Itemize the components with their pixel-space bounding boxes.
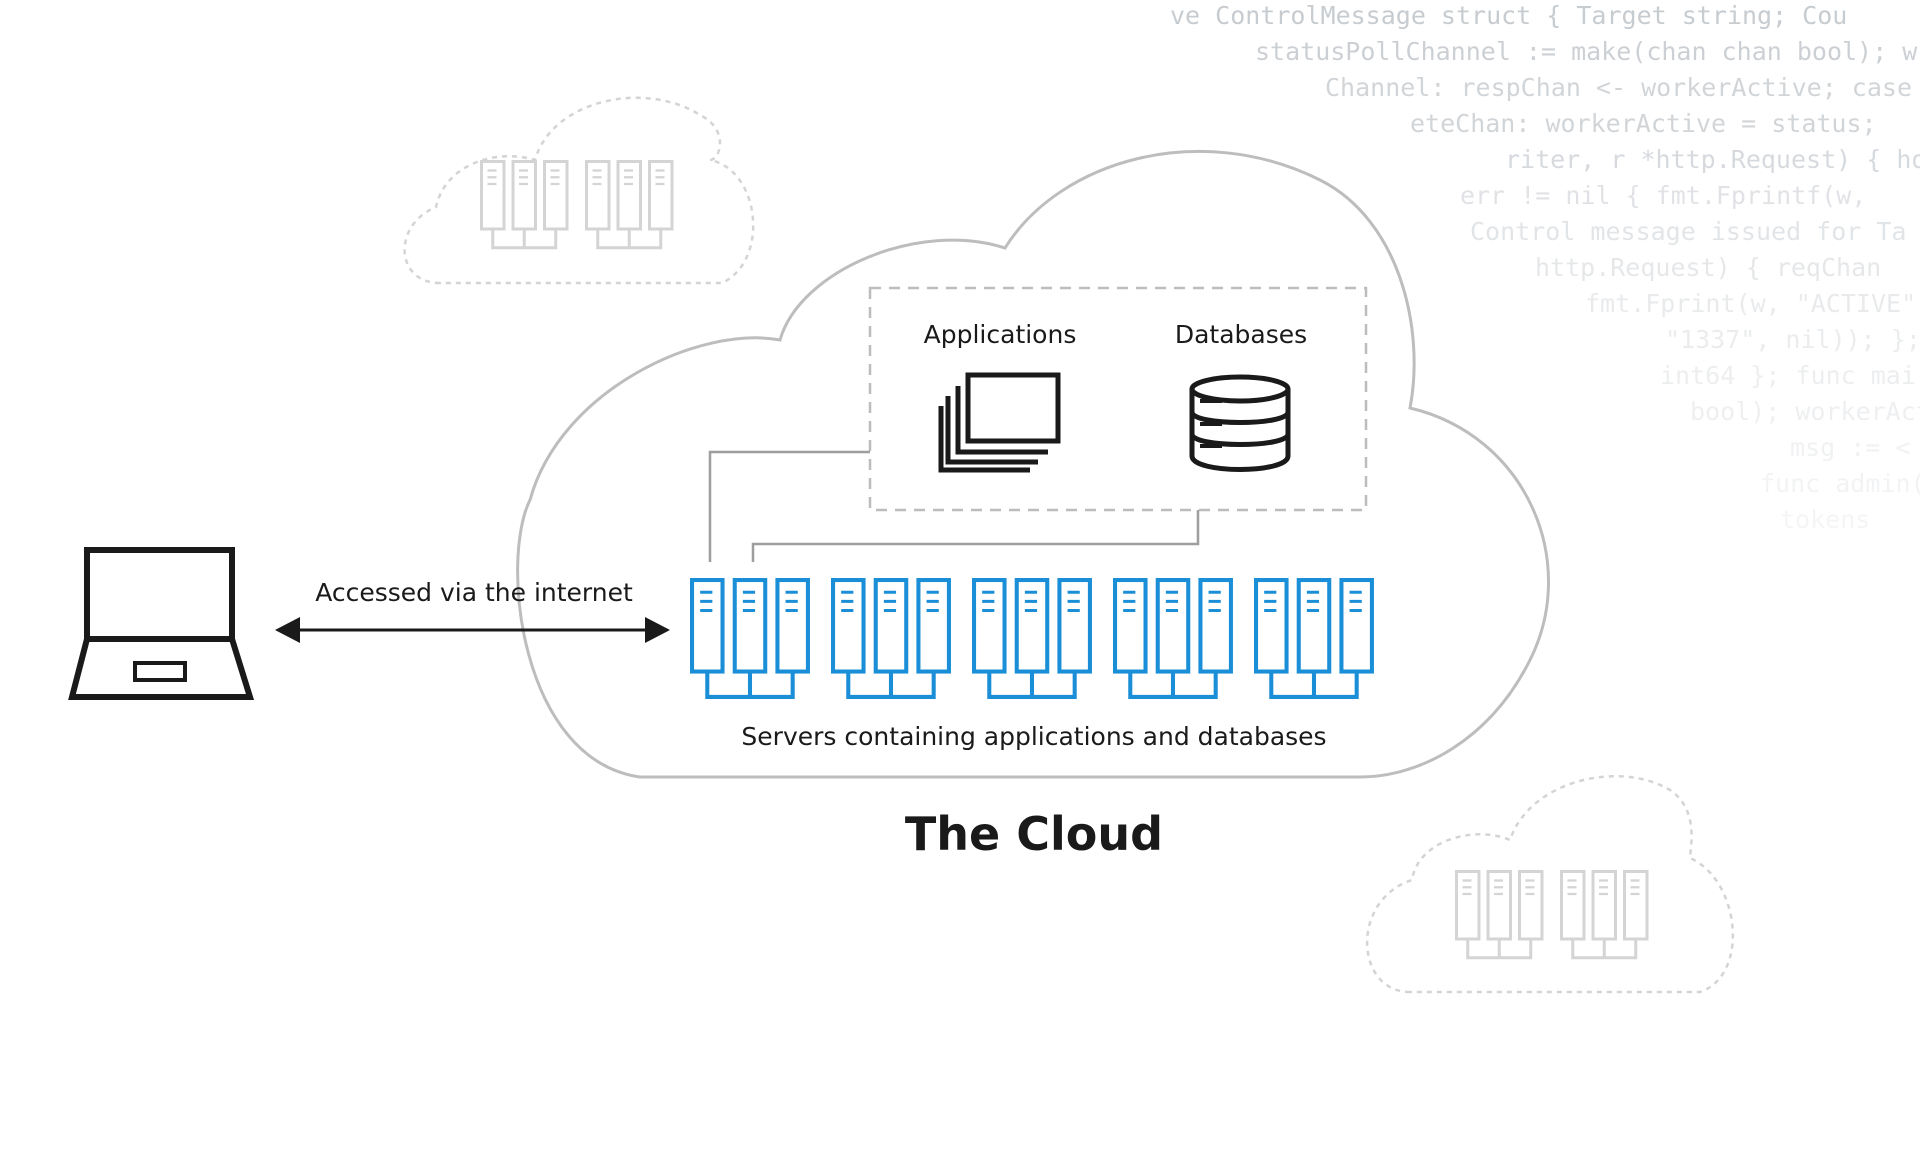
code-line: riter, r *http.Request) { hostTok <box>1505 145 1920 174</box>
code-line: int64 }; func mai <box>1660 361 1916 390</box>
db-connector <box>751 510 1200 562</box>
ghost-server-icon <box>480 160 569 250</box>
ghost-server-icon <box>1455 870 1544 960</box>
laptop-icon <box>68 547 255 700</box>
ghost-server-icon <box>1560 870 1649 960</box>
ghost-server-icon <box>585 160 674 250</box>
internet-access-arrow <box>275 617 670 643</box>
code-line: fmt.Fprint(w, "ACTIVE" <box>1585 289 1916 318</box>
background-code: ve ControlMessage struct { Target string… <box>1170 1 1920 534</box>
applications-label: Applications <box>924 320 1077 349</box>
services-box <box>868 286 1368 512</box>
code-line: tokens <box>1780 505 1870 534</box>
ghost-cloud-top-left <box>403 96 755 285</box>
database-icon <box>1189 374 1291 472</box>
servers-caption: Servers containing applications and data… <box>741 722 1326 751</box>
code-line: http.Request) { reqChan <box>1535 253 1881 282</box>
code-line: err != nil { fmt.Fprintf(w, <box>1460 181 1866 210</box>
code-line: Channel: respChan <- workerActive; case <box>1325 73 1912 102</box>
apps-connector <box>708 450 870 562</box>
code-line: Control message issued for Ta <box>1470 217 1907 246</box>
ghost-cloud-bottom-right <box>1365 775 1735 994</box>
code-line: func admin( <box>1760 469 1920 498</box>
code-line: msg := < <box>1790 433 1910 462</box>
diagram-title: The Cloud <box>905 807 1163 861</box>
internet-access-label: Accessed via the internet <box>315 578 633 607</box>
applications-icon <box>938 372 1061 473</box>
code-line: "1337", nil)); };pac <box>1665 325 1920 354</box>
databases-label: Databases <box>1175 320 1307 349</box>
code-line: ve ControlMessage struct { Target string… <box>1170 1 1847 30</box>
code-line: eteChan: workerActive = status; <box>1410 109 1877 138</box>
code-line: bool); workerAct <box>1690 397 1920 426</box>
code-line: statusPollChannel := make(chan chan bool… <box>1255 37 1918 66</box>
